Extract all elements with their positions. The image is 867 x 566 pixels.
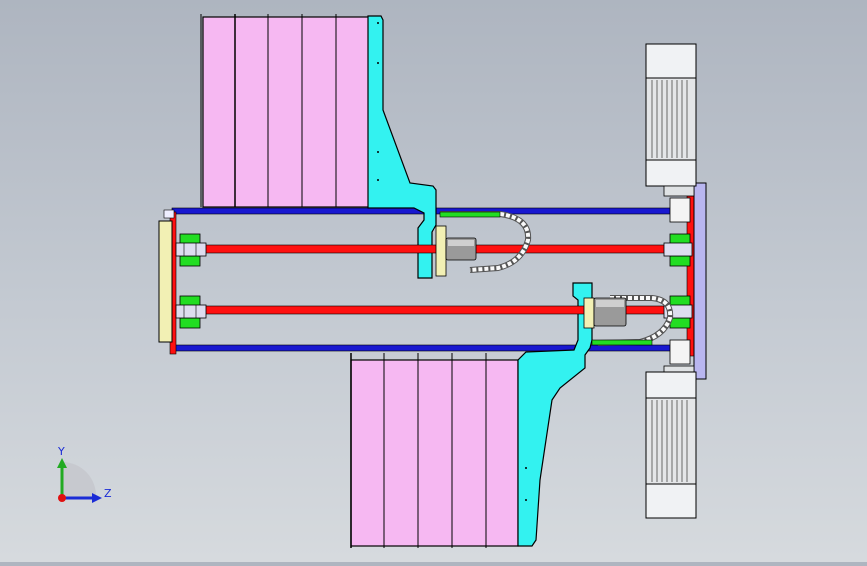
upper-cable-chain [439, 211, 532, 273]
upper-ball-nut [435, 225, 477, 277]
upper-servo-motor [645, 43, 697, 223]
right-bearing-upper [663, 233, 693, 267]
axis-triad: Y Z [57, 445, 112, 503]
upper-pink-carriage-block [200, 14, 371, 208]
lower-cyan-bracket [517, 282, 593, 547]
z-axis-label: Z [104, 487, 112, 500]
left-end-plate [158, 209, 175, 343]
y-axis-label: Y [57, 445, 65, 458]
left-bearing-upper [175, 233, 207, 267]
upper-cyan-bracket [367, 15, 437, 279]
right-motor-plate [693, 182, 707, 380]
lower-servo-motor [645, 339, 697, 519]
left-bearing-lower [175, 295, 207, 329]
lower-cable-chain [591, 295, 674, 346]
lower-ball-nut [583, 297, 627, 329]
lower-pink-carriage-block [350, 353, 519, 548]
